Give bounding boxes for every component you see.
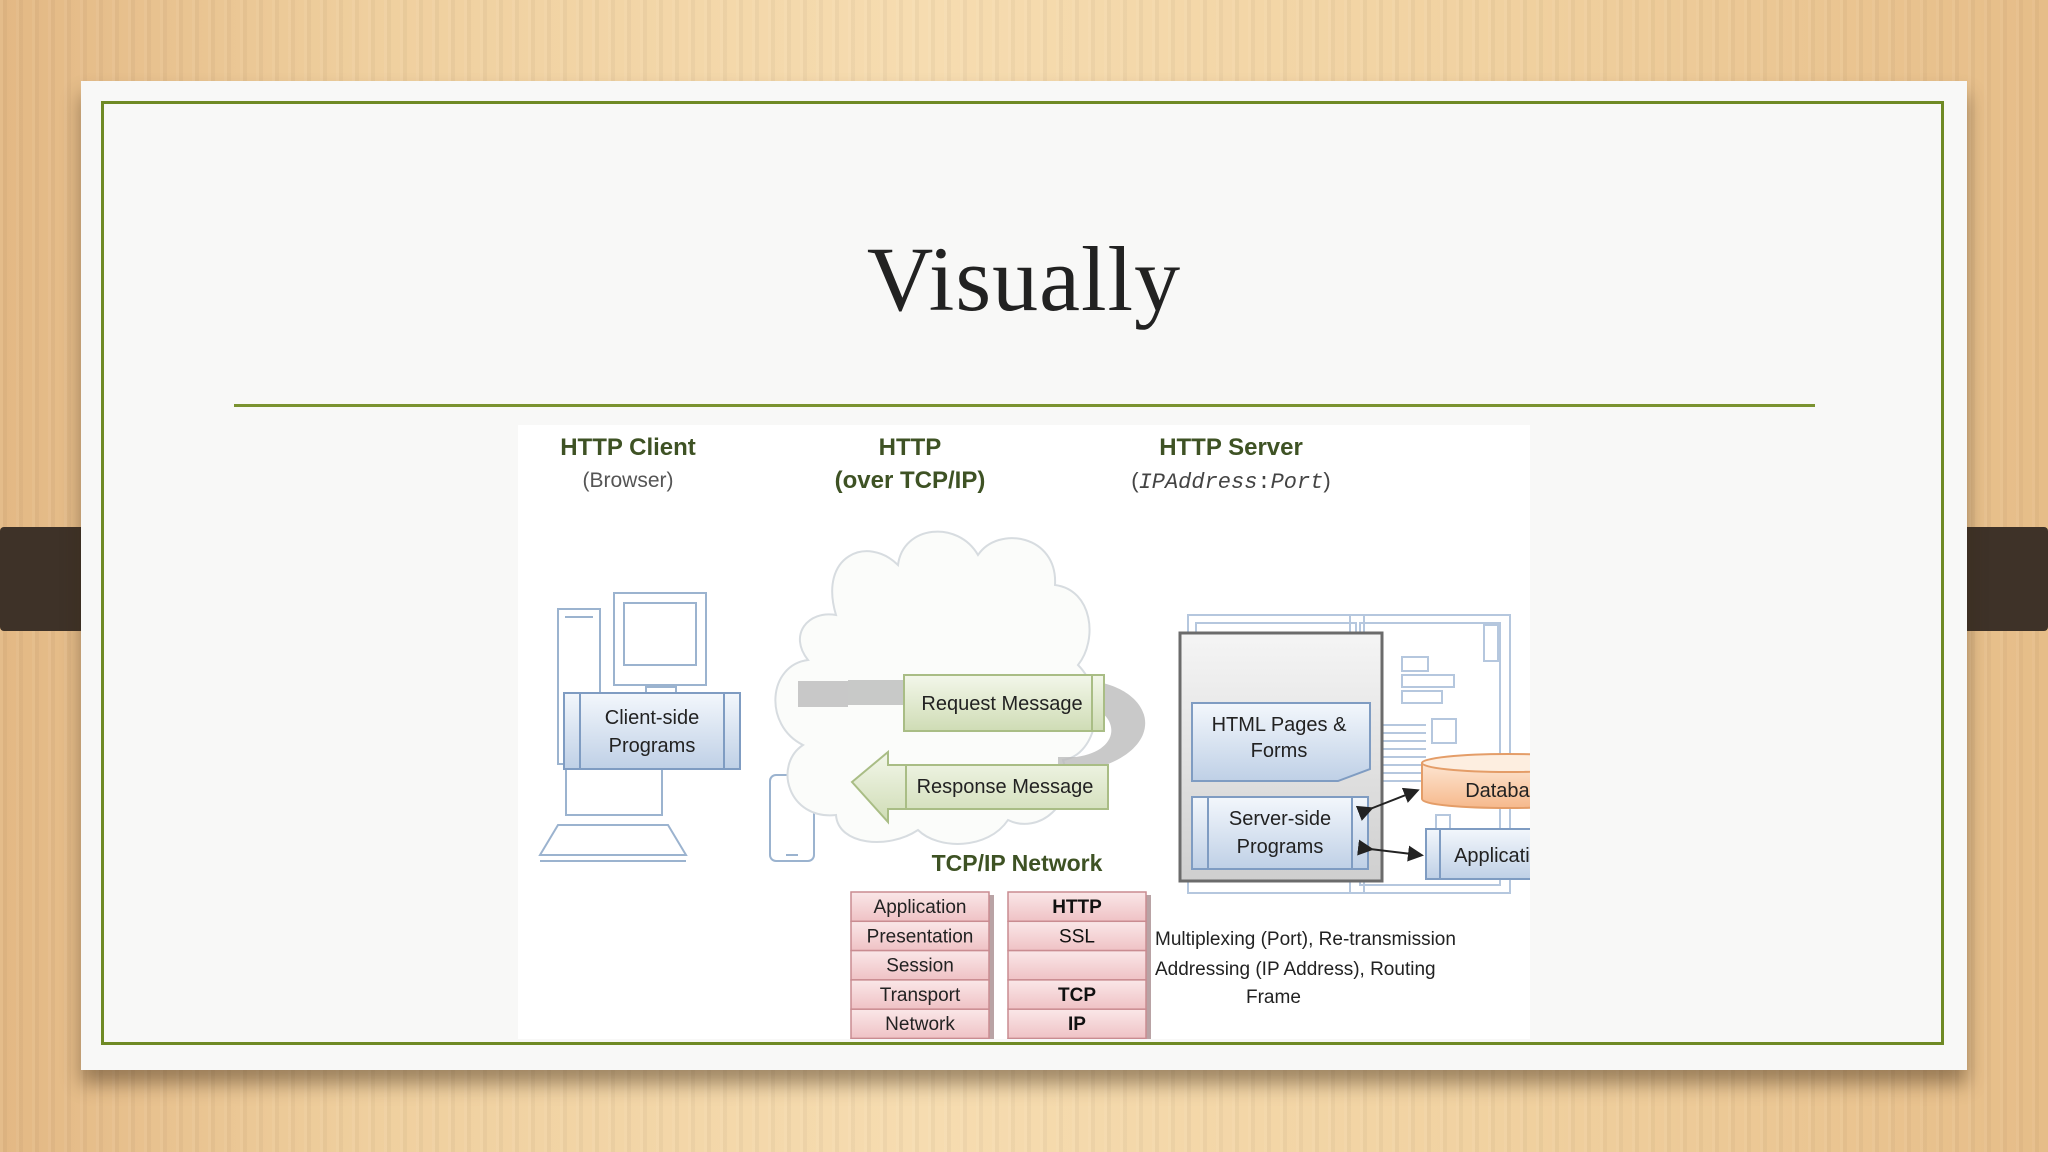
osi-layer-label: Network	[885, 1014, 955, 1035]
protocol-label: TCP	[1058, 985, 1096, 1006]
protocol-label: IP	[1068, 1014, 1086, 1035]
datalink-note: Frame	[1246, 987, 1301, 1008]
slide-title: Visually	[866, 228, 1182, 330]
client-programs-label-2: Programs	[609, 735, 696, 757]
diagram-canvas: HTTP Client (Browser) HTTP (over TCP/IP)…	[538, 434, 1530, 1039]
osi-layer-cell	[850, 1008, 990, 1039]
client-programs-label: Client-side	[605, 707, 699, 729]
protocol-label: HTTP	[1052, 897, 1102, 918]
slide-frame	[101, 101, 1944, 1045]
protocol-cell	[1007, 920, 1147, 952]
osi-layer-cell	[850, 1037, 990, 1039]
osi-layer-cell	[850, 891, 990, 923]
server-title: HTTP Server	[1159, 434, 1303, 461]
laptop-icon	[538, 764, 688, 862]
protocol-cell	[1007, 891, 1147, 923]
server-programs-box	[1191, 796, 1369, 870]
osi-layer-column: ApplicationPresentationSessionTransportN…	[850, 891, 994, 1039]
osi-layer-label: Transport	[880, 985, 961, 1006]
request-message-box	[903, 674, 1105, 732]
network-title: TCP/IP Network	[932, 850, 1103, 876]
title-divider	[234, 404, 1815, 407]
server-programs-label: Server-side	[1229, 808, 1331, 830]
osi-layer-label: Application	[874, 897, 967, 918]
request-message-label: Request Message	[921, 693, 1082, 715]
database-label: Database	[1465, 780, 1530, 802]
server-programs-label-2: Programs	[1237, 836, 1324, 858]
http-subtitle: (over TCP/IP)	[835, 467, 986, 494]
network-note: Addressing (IP Address), Routing	[1155, 959, 1436, 980]
protocol-cell	[1007, 1037, 1147, 1039]
osi-layer-label: Presentation	[867, 926, 974, 947]
applications-label: Applications	[1454, 845, 1530, 867]
protocol-label: SSL	[1059, 926, 1095, 947]
transport-note: Multiplexing (Port), Re-transmission	[1155, 929, 1456, 950]
response-message-label: Response Message	[917, 776, 1094, 798]
http-title: HTTP	[879, 434, 942, 461]
response-message-arrow	[850, 749, 1109, 825]
protocol-cell	[1007, 949, 1147, 981]
http-architecture-diagram: HTTP Client (Browser) HTTP (over TCP/IP)…	[518, 425, 1530, 1039]
client-programs-box	[563, 692, 842, 770]
osi-layer-cell	[850, 949, 990, 981]
osi-layer-cell	[850, 920, 990, 952]
html-pages-label-2: Forms	[1251, 740, 1308, 762]
osi-layer-label: Session	[886, 956, 954, 977]
applications-arrow	[1357, 839, 1424, 862]
database-icon	[1421, 753, 1530, 809]
database-arrow	[1355, 787, 1420, 821]
protocol-column: HTTPSSLTCPIPEthernet, IEEE 802.11x	[1007, 891, 1151, 1039]
html-pages-label: HTML Pages &	[1212, 714, 1348, 736]
applications-box	[1425, 828, 1530, 880]
server-subtitle: (IPAddress:Port)	[1131, 468, 1331, 495]
html-pages-box	[1191, 702, 1371, 782]
slide: Visually	[81, 81, 1967, 1070]
protocol-cell	[1007, 979, 1147, 1010]
client-title: HTTP Client	[560, 434, 696, 461]
client-subtitle: (Browser)	[582, 469, 673, 492]
